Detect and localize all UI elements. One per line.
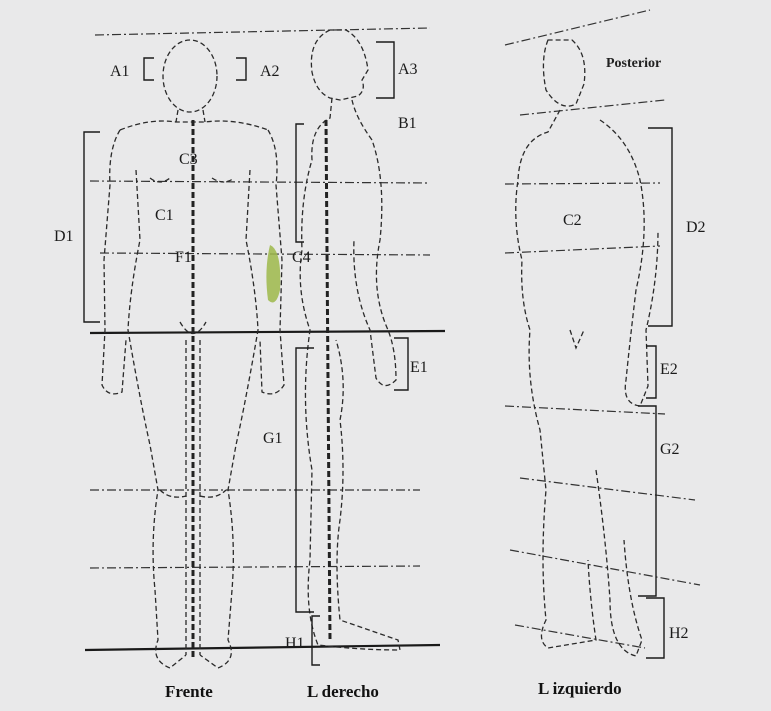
label-c2: C2 bbox=[563, 212, 582, 229]
label-e1: E1 bbox=[410, 359, 428, 376]
label-a3: A3 bbox=[398, 61, 418, 78]
left-profile-figure bbox=[516, 40, 658, 656]
label-c1: C1 bbox=[155, 207, 174, 224]
label-c3: C3 bbox=[179, 151, 198, 168]
label-b1: B1 bbox=[398, 115, 417, 132]
front-figure bbox=[102, 40, 284, 668]
measurement-brackets bbox=[84, 42, 672, 665]
reference-lines bbox=[85, 10, 700, 650]
label-a1: A1 bbox=[110, 63, 130, 80]
caption-front: Frente bbox=[165, 682, 213, 701]
label-g2: G2 bbox=[660, 441, 680, 458]
label-g1: G1 bbox=[263, 430, 283, 447]
caption-right: L derecho bbox=[307, 682, 379, 701]
label-f1: F1 bbox=[175, 249, 192, 266]
caption-posterior: Posterior bbox=[606, 56, 661, 71]
right-profile-figure bbox=[300, 30, 400, 650]
label-a2: A2 bbox=[260, 63, 280, 80]
view-captions: Posterior Frente L derecho L izquierdo bbox=[165, 56, 661, 701]
label-h2: H2 bbox=[669, 625, 689, 642]
label-e2: E2 bbox=[660, 361, 678, 378]
caption-left: L izquierdo bbox=[538, 679, 622, 698]
measurement-labels: A1 A2 A3 B1 C3 C1 C2 C4 D1 D2 E1 E2 F1 G… bbox=[54, 61, 706, 652]
label-h1: H1 bbox=[285, 635, 305, 652]
label-c4: C4 bbox=[292, 249, 311, 266]
label-d1: D1 bbox=[54, 228, 74, 245]
label-d2: D2 bbox=[686, 219, 706, 236]
